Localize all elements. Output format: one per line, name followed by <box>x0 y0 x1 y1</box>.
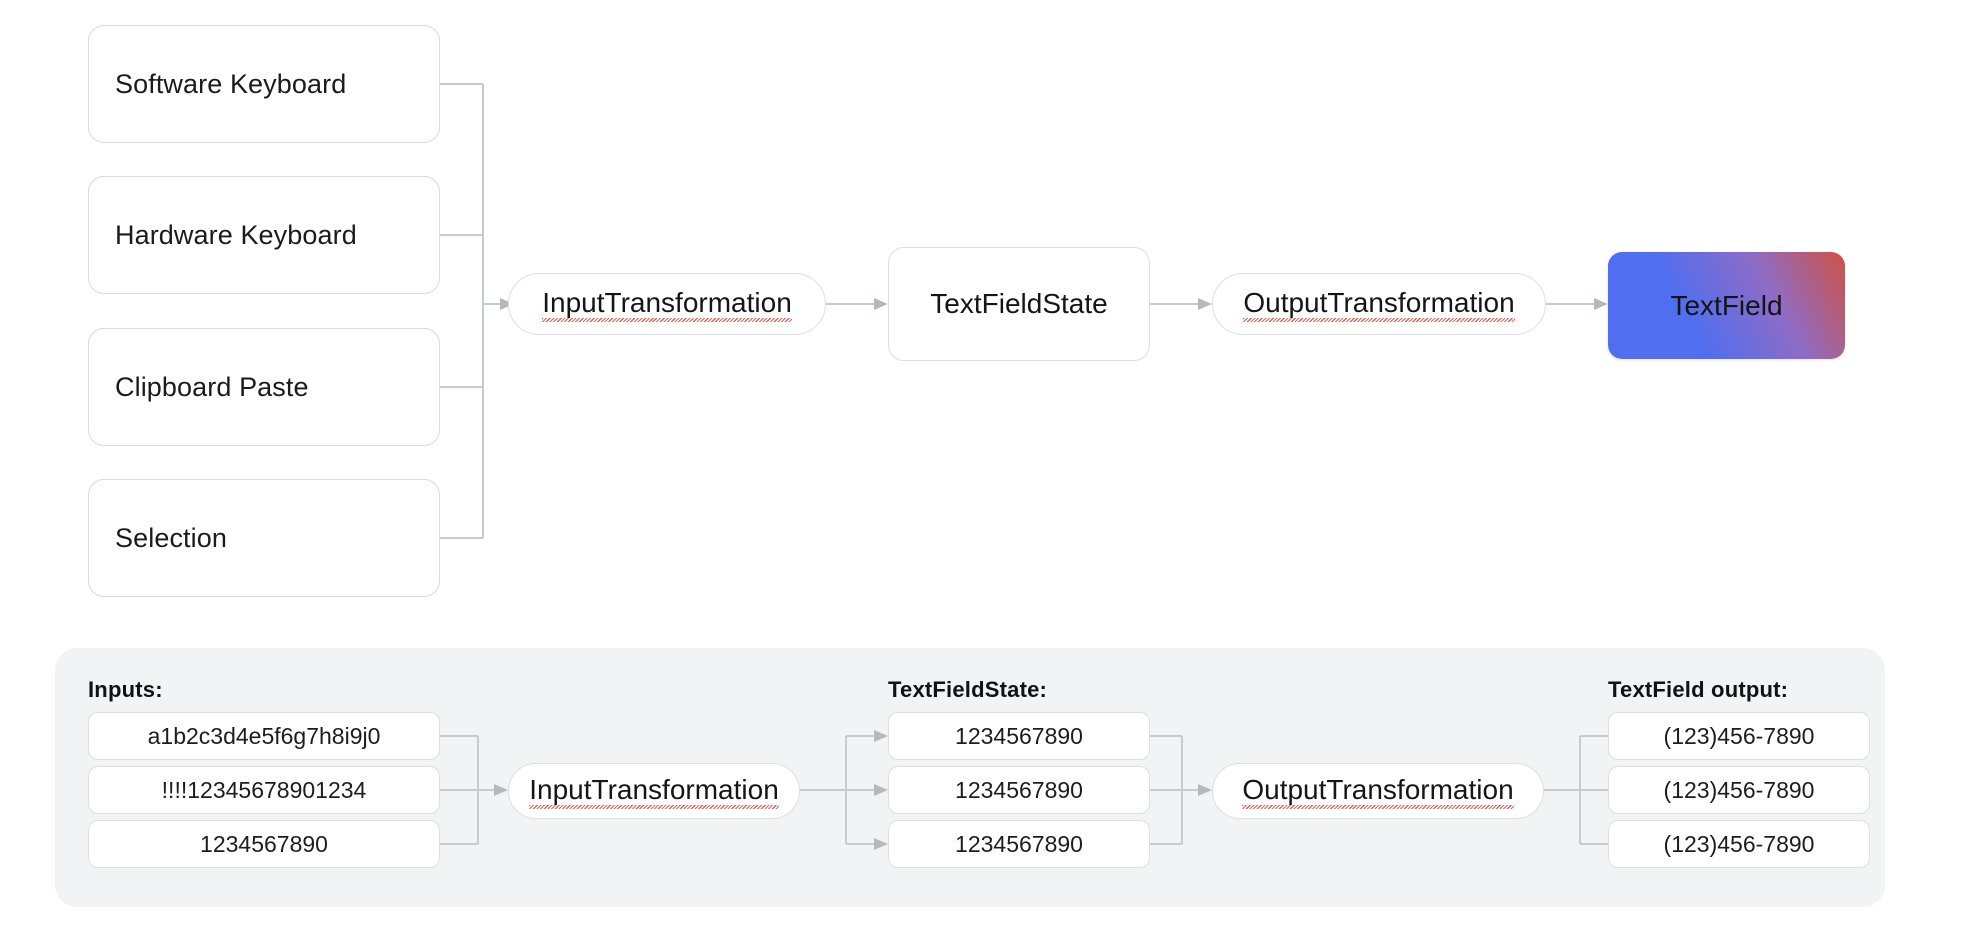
stage-label: TextField <box>1670 289 1783 321</box>
output-value-box[interactable]: (123)456-7890 <box>1608 766 1870 814</box>
panel-stage-output-transformation[interactable]: OutputTransformation <box>1212 763 1544 819</box>
arrowhead-textfieldstate <box>874 298 888 310</box>
source-label: Selection <box>115 522 227 553</box>
stage-label: OutputTransformation <box>1243 287 1515 322</box>
source-box-clipboard-paste[interactable]: Clipboard Paste <box>88 328 440 446</box>
arrowhead-output-transformation <box>1198 298 1212 310</box>
state-value-box[interactable]: 1234567890 <box>888 766 1150 814</box>
stage-output-transformation[interactable]: OutputTransformation <box>1212 273 1546 335</box>
source-label: Hardware Keyboard <box>115 219 357 250</box>
panel-stage-label: InputTransformation <box>529 774 779 809</box>
source-box-selection[interactable]: Selection <box>88 479 440 597</box>
column-title-inputs: Inputs: <box>88 677 163 702</box>
source-box-software-keyboard[interactable]: Software Keyboard <box>88 25 440 143</box>
source-box-hardware-keyboard[interactable]: Hardware Keyboard <box>88 176 440 294</box>
stage-input-transformation[interactable]: InputTransformation <box>508 273 826 335</box>
input-value-box[interactable]: !!!!12345678901234 <box>88 766 440 814</box>
source-label: Clipboard Paste <box>115 371 309 402</box>
stage-textfield[interactable]: TextField <box>1608 252 1845 359</box>
stage-label: InputTransformation <box>542 287 792 322</box>
stage-textfieldstate[interactable]: TextFieldState <box>888 247 1150 361</box>
source-label: Software Keyboard <box>115 68 347 99</box>
state-value-box[interactable]: 1234567890 <box>888 820 1150 868</box>
state-value-box[interactable]: 1234567890 <box>888 712 1150 760</box>
stage-label: TextFieldState <box>930 288 1108 319</box>
output-value-box[interactable]: (123)456-7890 <box>1608 712 1870 760</box>
arrowhead-textfield <box>1594 298 1608 310</box>
panel-stage-input-transformation[interactable]: InputTransformation <box>508 763 800 819</box>
panel-stage-label: OutputTransformation <box>1242 774 1514 809</box>
output-value-box[interactable]: (123)456-7890 <box>1608 820 1870 868</box>
input-value-box[interactable]: 1234567890 <box>88 820 440 868</box>
column-title-textfield-output: TextField output: <box>1608 677 1789 702</box>
input-value-box[interactable]: a1b2c3d4e5f6g7h8i9j0 <box>88 712 440 760</box>
column-title-textfieldstate: TextFieldState: <box>888 677 1048 702</box>
